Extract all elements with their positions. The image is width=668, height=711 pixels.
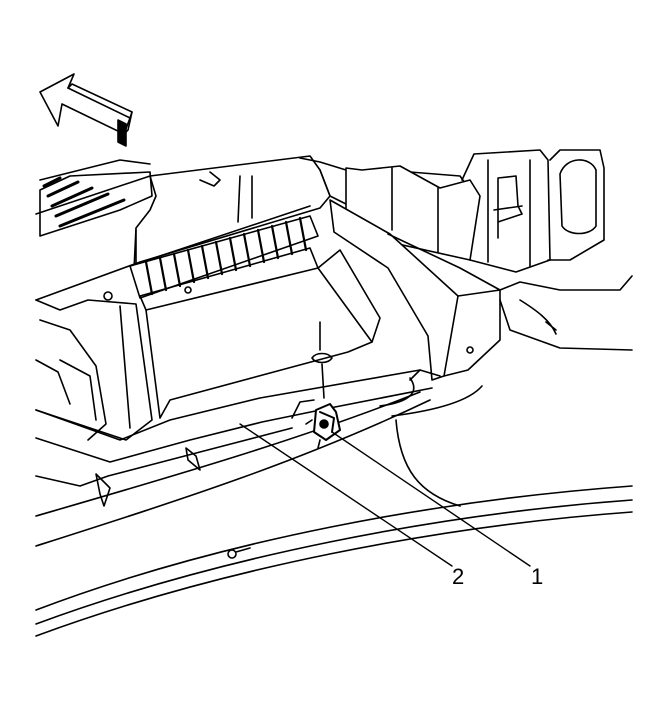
defroster-grille — [103, 205, 319, 301]
direction-arrow-icon — [39, 73, 133, 147]
lower-rail — [35, 369, 441, 507]
leader-line-1 — [331, 431, 531, 567]
side-structure-left — [35, 299, 153, 441]
vent-grille-left — [39, 159, 153, 237]
leader-line-2 — [239, 423, 453, 567]
retainer-clip — [305, 403, 341, 449]
trim-arcs — [35, 391, 633, 637]
duct-box-right — [329, 199, 633, 381]
callout-label-2: 2 — [452, 564, 464, 589]
callout-label-1: 1 — [531, 564, 543, 589]
leader-lines — [239, 423, 531, 567]
lower-skirt-right — [379, 369, 483, 507]
duct-opening — [139, 247, 381, 419]
